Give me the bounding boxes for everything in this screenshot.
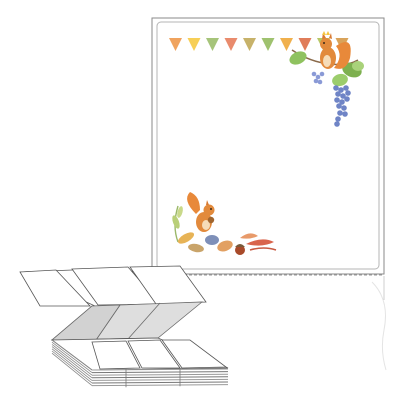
stack-layer-edge xyxy=(91,371,229,374)
stack-layer-side xyxy=(51,352,93,386)
stack-layer-edge xyxy=(91,384,229,387)
vine-leaf xyxy=(352,61,364,71)
bunting-flag xyxy=(243,38,256,51)
grape xyxy=(343,85,349,91)
red-leaf-vein xyxy=(249,247,277,251)
orange-leaf xyxy=(240,233,258,239)
fold-divider xyxy=(127,302,161,340)
acorn-cap xyxy=(235,244,245,247)
folded-panel xyxy=(50,301,204,341)
squirrel-eye xyxy=(210,208,212,210)
label-sheet xyxy=(151,17,387,371)
grape xyxy=(319,71,325,77)
grape xyxy=(337,110,343,116)
bunting-flag xyxy=(261,38,275,51)
stack-layer-edge xyxy=(91,368,229,371)
red-leaf xyxy=(246,239,274,246)
stack-layer-edge xyxy=(91,373,229,376)
bunting-flag xyxy=(298,38,312,51)
bunting-flag xyxy=(169,38,182,51)
grape xyxy=(345,90,351,96)
grape xyxy=(317,79,323,85)
squirrel-top-right xyxy=(320,31,351,69)
stack-layer-side xyxy=(51,344,93,376)
grape xyxy=(344,96,350,102)
bunting-flag xyxy=(206,38,219,51)
stack-layer-side xyxy=(51,346,93,379)
bunting-flag xyxy=(187,38,201,51)
squirrel-bottom-left xyxy=(187,192,215,232)
fern-leaf xyxy=(177,206,183,218)
stack-label xyxy=(91,340,141,370)
grape xyxy=(333,85,339,91)
grape xyxy=(342,111,348,117)
stack-top-face xyxy=(50,337,229,371)
squirrel-belly xyxy=(202,220,210,230)
stack-layer-edge xyxy=(91,378,229,381)
top-label xyxy=(19,269,91,307)
grape xyxy=(334,97,340,103)
grape xyxy=(335,91,341,97)
maple-leaf xyxy=(217,240,233,252)
grape-cluster xyxy=(333,85,351,127)
squirrel-ear xyxy=(206,200,209,205)
bunting-flag xyxy=(280,38,293,51)
sheet-curl xyxy=(371,281,387,371)
grape xyxy=(340,93,346,99)
grape-cluster-small xyxy=(311,71,325,85)
squirrel-tail xyxy=(334,42,351,69)
top-fanfold-panel xyxy=(19,265,207,307)
grape xyxy=(334,121,340,127)
vine-leaf xyxy=(289,51,307,65)
squirrel-crown xyxy=(322,31,330,35)
squirrel-eye xyxy=(323,42,325,44)
berry-leaf xyxy=(205,235,219,245)
stack-layer-side xyxy=(51,339,93,371)
stack-layer-side xyxy=(51,341,93,373)
stack-layer-edge xyxy=(91,381,229,384)
oak-leaf xyxy=(188,243,204,253)
grape xyxy=(315,74,321,80)
fanfold-label-stack xyxy=(19,265,229,388)
grape xyxy=(335,116,341,122)
stack-label xyxy=(161,339,228,369)
grape xyxy=(341,105,347,111)
squirrel-ears xyxy=(322,33,332,39)
squirrel-belly xyxy=(323,55,331,67)
stack-layer-edge xyxy=(91,376,229,379)
stack-layers xyxy=(51,339,229,388)
stack-layer-side xyxy=(51,350,93,384)
acorn xyxy=(235,245,245,255)
grape xyxy=(339,99,345,105)
grape xyxy=(336,103,342,109)
autumn-leaves-decoration xyxy=(172,205,277,255)
grape xyxy=(313,78,319,84)
top-label xyxy=(129,265,207,305)
grape xyxy=(311,71,317,77)
stack-layer-side xyxy=(51,348,93,381)
squirrel-head xyxy=(320,38,332,50)
held-acorn xyxy=(207,216,215,224)
fern-leaf xyxy=(172,215,180,229)
vine-leaf xyxy=(332,73,348,87)
squirrel-head xyxy=(203,204,215,216)
ginkgo-leaf xyxy=(177,232,195,244)
bunting-flag xyxy=(224,38,238,51)
squirrel-tail xyxy=(187,192,200,214)
grape xyxy=(338,87,344,93)
